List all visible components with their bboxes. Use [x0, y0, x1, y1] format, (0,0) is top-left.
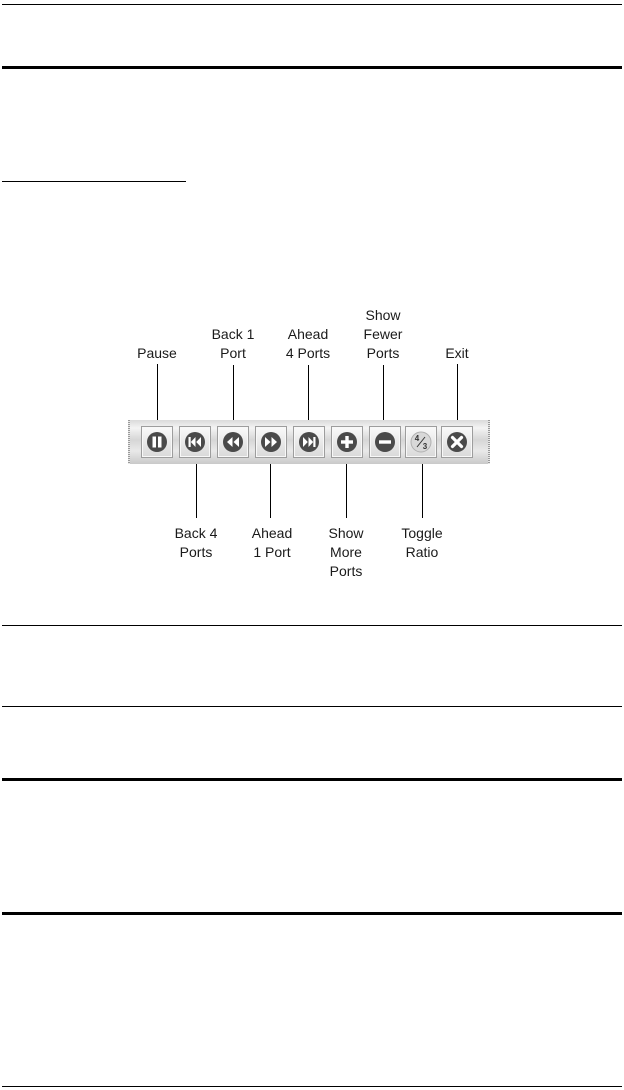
heading-underline	[2, 181, 186, 182]
ahead-1-port-button[interactable]	[255, 426, 287, 458]
exit-button[interactable]	[441, 426, 473, 458]
footer-rule	[2, 1086, 622, 1087]
pause-button[interactable]	[141, 426, 173, 458]
leader-line-back-4-ports	[196, 464, 197, 518]
label-show-fewer-ports: Show Fewer Ports	[363, 307, 403, 361]
section-rule-3	[2, 778, 622, 781]
leader-line-back-1-port	[233, 365, 234, 421]
plus-icon	[337, 432, 357, 452]
label-ahead-1-port: Ahead 1 Port	[251, 525, 293, 560]
leader-line-ahead-4-ports	[308, 365, 309, 421]
skip-forward-icon	[299, 432, 319, 452]
toggle-ratio-button[interactable]: 4 3	[405, 426, 437, 458]
label-show-more-ports: Show More Ports	[328, 525, 364, 579]
section-rule-1	[2, 625, 622, 626]
svg-text:3: 3	[423, 442, 428, 451]
show-fewer-ports-button[interactable]	[369, 426, 401, 458]
label-back-1-port: Back 1 Port	[211, 326, 255, 361]
minus-icon	[375, 432, 395, 452]
back-1-port-button[interactable]	[217, 426, 249, 458]
ahead-4-ports-button[interactable]	[293, 426, 325, 458]
fast-forward-icon	[261, 432, 281, 452]
back-4-ports-button[interactable]	[179, 426, 211, 458]
label-back-4-ports: Back 4 Ports	[174, 525, 218, 560]
pause-icon	[147, 432, 167, 452]
section-rule-4	[2, 912, 622, 915]
ratio-icon: 4 3	[410, 431, 432, 453]
leader-line-ahead-1-port	[270, 464, 271, 518]
label-exit: Exit	[445, 345, 469, 361]
label-ahead-4-ports: Ahead 4 Ports	[285, 326, 331, 361]
leader-line-toggle-ratio	[422, 464, 423, 518]
header-rule-bottom	[2, 66, 622, 69]
rewind-icon	[223, 432, 243, 452]
label-pause: Pause	[137, 345, 177, 361]
leader-line-pause	[157, 364, 158, 421]
show-more-ports-button[interactable]	[331, 426, 363, 458]
header-rule-top	[2, 4, 622, 5]
svg-text:4: 4	[415, 434, 420, 443]
skip-back-icon	[185, 432, 205, 452]
section-rule-2	[2, 706, 622, 707]
leader-line-show-fewer-ports	[383, 365, 384, 421]
close-icon	[447, 432, 467, 452]
label-toggle-ratio: Toggle Ratio	[401, 525, 443, 560]
leader-line-exit	[457, 364, 458, 421]
leader-line-show-more-ports	[346, 464, 347, 518]
